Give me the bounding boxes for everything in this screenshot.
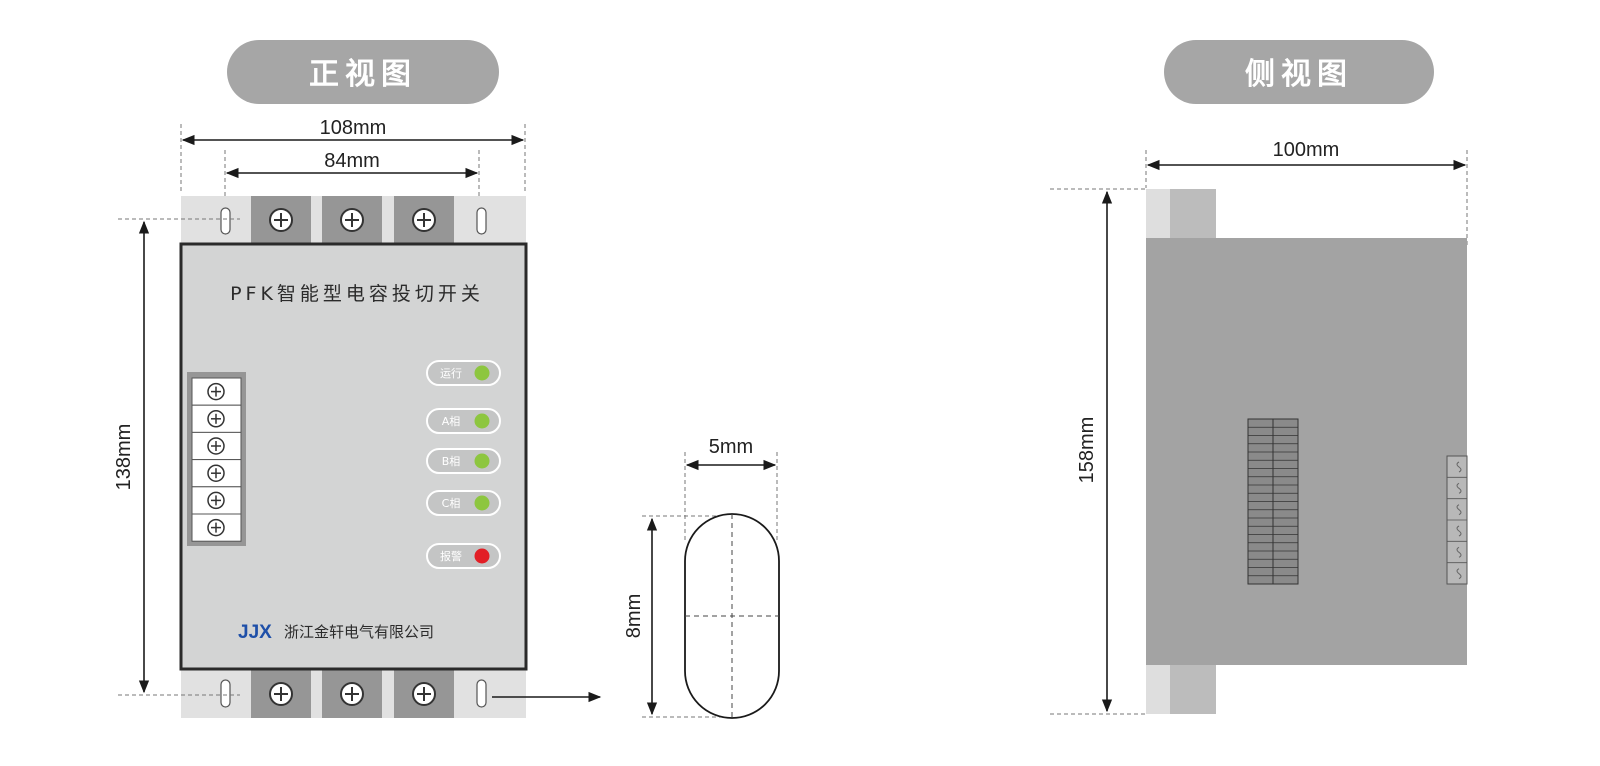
front-width-dimension: 108mm bbox=[180, 117, 526, 192]
indicator-label: A相 bbox=[442, 415, 461, 428]
indicator-1: 运行 bbox=[426, 360, 501, 386]
mounting-slot bbox=[220, 207, 231, 235]
vent-grille bbox=[1247, 418, 1299, 585]
terminal-screw-icon bbox=[340, 208, 364, 232]
side-view-title-pill: 侧视图 bbox=[1164, 40, 1434, 104]
front-top-mount-rail bbox=[181, 196, 526, 244]
slot-width-label: 5mm bbox=[709, 436, 753, 458]
terminal-screw-icon bbox=[269, 208, 293, 232]
strip-screw-icon bbox=[207, 491, 225, 510]
front-view-title-pill: 正视图 bbox=[227, 40, 499, 104]
left-terminal-strip bbox=[187, 372, 246, 546]
indicator-label: 运行 bbox=[440, 367, 462, 380]
strip-screw-icon bbox=[207, 518, 225, 537]
indicator-led-icon bbox=[474, 548, 490, 564]
company-logo: JJX bbox=[238, 622, 272, 643]
mounting-slot bbox=[476, 207, 487, 235]
indicator-5: 报警 bbox=[426, 543, 501, 569]
terminal-screw-icon bbox=[340, 682, 364, 706]
front-hole-spacing-label: 84mm bbox=[324, 150, 380, 172]
front-bottom-mount-rail bbox=[181, 668, 526, 718]
indicator-label: C相 bbox=[442, 497, 461, 510]
front-height-dimension: 138mm bbox=[113, 218, 240, 696]
strip-screw-icon bbox=[207, 382, 225, 401]
indicator-led-icon bbox=[474, 495, 490, 511]
company-name: 浙江金轩电气有限公司 bbox=[284, 623, 434, 641]
indicator-led-icon bbox=[474, 365, 490, 381]
indicator-3: B相 bbox=[426, 448, 501, 474]
side-view: 100mm 158mm bbox=[1050, 139, 1468, 715]
side-height-label: 158mm bbox=[1076, 417, 1098, 484]
side-depth-label: 100mm bbox=[1273, 139, 1340, 161]
slot-height-label: 8mm bbox=[623, 594, 645, 638]
indicator-led-icon bbox=[474, 413, 490, 429]
side-body bbox=[1146, 238, 1467, 665]
panel-title: PFK智能型电容投切开关 bbox=[230, 283, 484, 305]
strip-screw-icon bbox=[207, 464, 225, 482]
indicator-label: B相 bbox=[442, 455, 461, 468]
indicator-4: C相 bbox=[426, 490, 501, 516]
terminal-screw-icon bbox=[412, 682, 436, 706]
slot-detail: 5mm 8mm bbox=[623, 436, 780, 719]
indicator-led-icon bbox=[474, 453, 490, 469]
indicator-label: 报警 bbox=[440, 549, 462, 563]
strip-screw-icon bbox=[207, 437, 225, 455]
strip-screw-icon bbox=[207, 410, 225, 428]
side-terminal-strip bbox=[1446, 455, 1468, 585]
mounting-slot bbox=[220, 679, 231, 708]
side-view-title: 侧视图 bbox=[1245, 57, 1353, 92]
indicator-2: A相 bbox=[426, 408, 501, 434]
terminal-screw-icon bbox=[269, 682, 293, 706]
mounting-slot bbox=[476, 679, 487, 708]
front-width-label: 108mm bbox=[320, 117, 387, 139]
terminal-screw-icon bbox=[412, 208, 436, 232]
front-height-label: 138mm bbox=[113, 424, 135, 491]
front-view-title: 正视图 bbox=[309, 57, 417, 92]
